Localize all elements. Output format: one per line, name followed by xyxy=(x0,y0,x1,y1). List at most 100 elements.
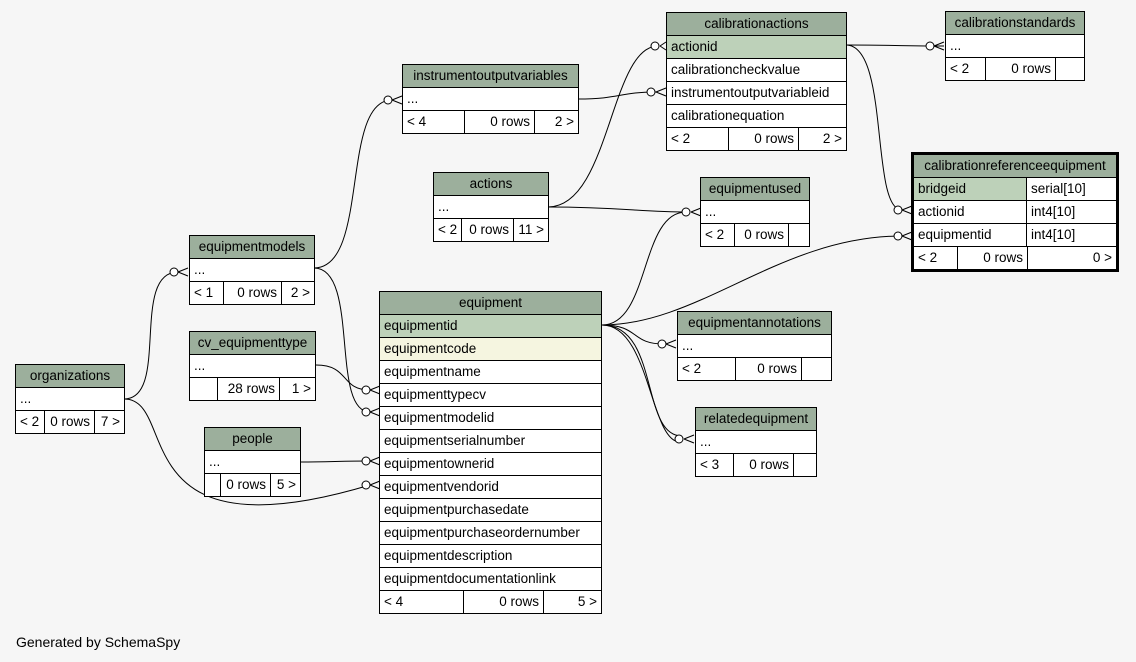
column-row[interactable]: ... xyxy=(946,35,1084,58)
table-footer: < 2 0 rows xyxy=(678,358,831,380)
children-link[interactable] xyxy=(789,224,809,246)
column-row[interactable]: ... xyxy=(190,259,314,282)
children-link[interactable]: 2 > xyxy=(290,285,310,300)
column-row[interactable]: ... xyxy=(16,388,124,411)
column-row[interactable]: ... xyxy=(434,196,548,219)
parents-link[interactable]: < 2 xyxy=(946,58,986,80)
table-organizations[interactable]: organizations ... < 2 0 rows 7 > xyxy=(15,364,125,434)
column-row[interactable]: actionid xyxy=(667,36,846,59)
optional-marker xyxy=(646,87,656,97)
column-type: int4[10] xyxy=(1026,224,1116,246)
table-header[interactable]: calibrationstandards xyxy=(946,12,1084,35)
column-row[interactable]: calibrationcheckvalue xyxy=(667,59,846,82)
column-name: ... xyxy=(194,358,206,373)
children-link[interactable]: 5 > xyxy=(577,594,597,609)
column-row[interactable]: ... xyxy=(701,201,809,224)
parents-link[interactable] xyxy=(190,378,218,400)
table-header[interactable]: organizations xyxy=(16,365,124,388)
parents-link[interactable]: < 1 xyxy=(190,282,224,304)
table-header[interactable]: actions xyxy=(434,173,548,196)
row-count: 0 rows xyxy=(734,454,794,476)
column-name: equipmentpurchasedate xyxy=(384,502,529,517)
parents-link[interactable]: < 2 xyxy=(434,219,462,241)
children-link[interactable]: 7 > xyxy=(100,414,120,429)
children-link[interactable]: 1 > xyxy=(291,381,311,396)
table-header[interactable]: equipmentused xyxy=(701,178,809,201)
column-row[interactable]: ... xyxy=(696,431,816,454)
children-link[interactable] xyxy=(794,454,816,476)
parents-link[interactable]: < 2 xyxy=(701,224,735,246)
column-row[interactable]: equipmentid xyxy=(380,315,601,338)
table-equipmentannotations[interactable]: equipmentannotations ... < 2 0 rows xyxy=(677,311,832,381)
column-row[interactable]: equipmentmodelid xyxy=(380,407,601,430)
column-row[interactable]: instrumentoutputvariableid xyxy=(667,82,846,105)
column-row[interactable]: equipmentcode xyxy=(380,338,601,361)
table-cv_equipmenttype[interactable]: cv_equipmenttype ... 28 rows 1 > xyxy=(189,331,316,401)
table-equipment[interactable]: equipment equipmentid equipmentcode equi… xyxy=(379,291,602,614)
table-header[interactable]: cv_equipmenttype xyxy=(190,332,315,355)
table-header[interactable]: equipmentannotations xyxy=(678,312,831,335)
parents-link[interactable]: < 2 xyxy=(914,247,958,269)
row-count: 0 rows xyxy=(221,474,271,496)
parents-link[interactable]: < 4 xyxy=(380,591,464,613)
crowfoot-marker xyxy=(369,385,381,395)
table-header[interactable]: equipment xyxy=(380,292,601,315)
column-name: bridgeid xyxy=(918,181,967,196)
column-row[interactable]: ... xyxy=(403,88,578,111)
column-row[interactable]: ... xyxy=(190,355,315,378)
table-header[interactable]: calibrationreferenceequipment xyxy=(914,155,1116,178)
crowfoot-marker xyxy=(690,207,702,217)
column-row[interactable]: equipmenttypecv xyxy=(380,384,601,407)
row-count: 0 rows xyxy=(729,128,799,150)
table-people[interactable]: people ... 0 rows 5 > xyxy=(204,427,301,497)
table-header[interactable]: people xyxy=(205,428,300,451)
row-count: 28 rows xyxy=(218,378,280,400)
crowfoot-marker xyxy=(369,407,381,417)
column-row[interactable]: equipmentpurchaseordernumber xyxy=(380,522,601,545)
column-row[interactable]: equipmentdocumentationlink xyxy=(380,568,601,591)
parents-link[interactable]: < 4 xyxy=(403,111,465,133)
children-link[interactable]: 11 > xyxy=(518,222,544,237)
table-calibrationactions[interactable]: calibrationactions actionid calibrationc… xyxy=(666,12,847,151)
parents-link[interactable] xyxy=(205,474,221,496)
crowfoot-marker xyxy=(659,41,667,51)
column-row[interactable]: equipmentdescription xyxy=(380,545,601,568)
parents-link[interactable]: < 2 xyxy=(16,411,45,433)
table-header[interactable]: calibrationactions xyxy=(667,13,846,36)
optional-marker xyxy=(925,41,935,51)
table-header[interactable]: equipmentmodels xyxy=(190,236,314,259)
children-link[interactable]: 5 > xyxy=(276,477,296,492)
column-row[interactable]: equipmentname xyxy=(380,361,601,384)
children-link[interactable]: 0 > xyxy=(1092,250,1112,265)
column-row[interactable]: ... xyxy=(205,451,300,474)
children-link[interactable] xyxy=(802,358,831,380)
column-row[interactable]: ... xyxy=(678,335,831,358)
row-count: 0 rows xyxy=(736,358,802,380)
table-header[interactable]: instrumentoutputvariables xyxy=(403,65,578,88)
link-equip-related-2 xyxy=(601,324,681,443)
children-link[interactable]: 2 > xyxy=(554,114,574,129)
children-link[interactable]: 2 > xyxy=(822,131,842,146)
table-header[interactable]: relatedequipment xyxy=(696,408,816,431)
crowfoot-marker xyxy=(369,480,381,490)
column-row[interactable]: equipmentownerid xyxy=(380,453,601,476)
table-equipmentmodels[interactable]: equipmentmodels ... < 1 0 rows 2 > xyxy=(189,235,315,305)
column-row[interactable]: equipmentpurchasedate xyxy=(380,499,601,522)
table-calibrationstandards[interactable]: calibrationstandards ... < 2 0 rows xyxy=(945,11,1085,81)
parents-link[interactable]: < 2 xyxy=(678,358,736,380)
children-link[interactable] xyxy=(1056,58,1084,80)
parents-link[interactable]: < 2 xyxy=(667,128,729,150)
table-instrumentoutputvariables[interactable]: instrumentoutputvariables ... < 4 0 rows… xyxy=(402,64,579,134)
table-actions[interactable]: actions ... < 2 0 rows 11 > xyxy=(433,172,549,242)
table-equipmentused[interactable]: equipmentused ... < 2 0 rows xyxy=(700,177,810,247)
parents-link[interactable]: < 3 xyxy=(696,454,734,476)
column-row[interactable]: equipmentvendorid xyxy=(380,476,601,499)
table-footer: < 4 0 rows 2 > xyxy=(403,111,578,133)
table-relatedequipment[interactable]: relatedequipment ... < 3 0 rows xyxy=(695,407,817,477)
column-row[interactable]: equipmentserialnumber xyxy=(380,430,601,453)
column-row[interactable]: calibrationequation xyxy=(667,105,846,128)
